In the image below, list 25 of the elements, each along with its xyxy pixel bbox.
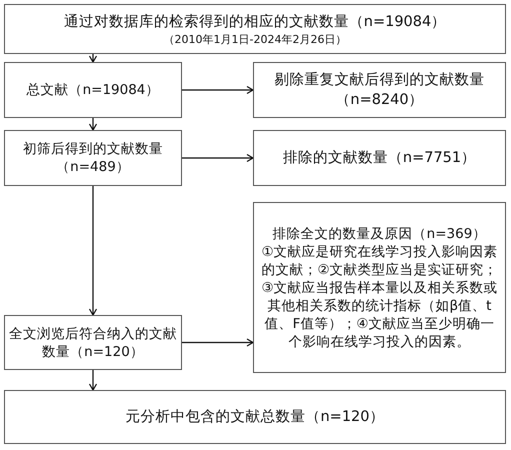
process-box — [253, 130, 506, 186]
process-box — [253, 202, 506, 373]
box-title: 元分析中包含的文献总数量（n=120） — [125, 408, 384, 427]
arrow — [88, 54, 98, 63]
arrow — [88, 370, 98, 391]
process-box — [253, 62, 506, 118]
box-title: 总文献（n=19084） — [26, 81, 160, 99]
box-title: 排除全文的数量及原因（n=369） — [272, 224, 486, 242]
process-box — [4, 315, 182, 370]
date-range: （2010年1月1日-2024年2月26日） — [164, 32, 346, 46]
box-title: 排除的文献数量（n=7751） — [282, 149, 476, 168]
arrow — [182, 338, 254, 347]
process-box — [4, 4, 506, 54]
arrow — [182, 154, 254, 162]
box-title: 剔除重复文献后得到的文献数量（n=8240） — [274, 71, 486, 110]
process-box — [4, 390, 506, 444]
arrow — [182, 86, 254, 94]
criteria-text: ①文献应是研究在线学习投入影响因素的文献；②文献类型应当是实证研究；③文献应当报告样本量以及相关系数或其他相关系数的统计指标（如β值、t值、F值等）；④文献应当至少明确一个影响在线学习投入的因素。 — [260, 242, 499, 350]
box-title: 全文浏览后符合纳入的文献数量（n=120） — [9, 324, 177, 360]
process-box — [4, 62, 182, 118]
box-title: 通过对数据库的检索得到的相应的文献数量（n=19084） — [64, 12, 446, 32]
arrow — [88, 118, 98, 131]
process-box — [4, 130, 182, 186]
box-title: 初筛后得到的文献数量（n=489） — [22, 140, 164, 176]
arrow — [88, 186, 98, 316]
